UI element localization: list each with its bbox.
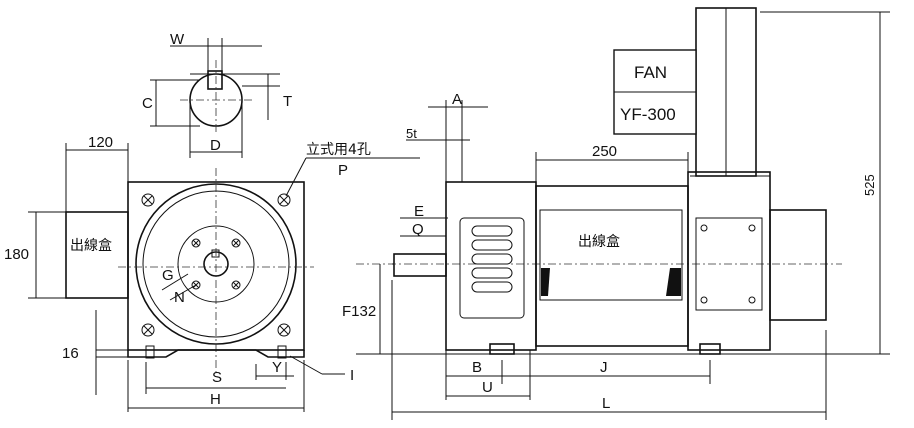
label-w: W: [170, 31, 185, 48]
fan-model: YF-300: [620, 105, 676, 124]
front-foot: [127, 349, 305, 358]
label-120: 120: [88, 134, 113, 151]
label-n: N: [174, 289, 185, 306]
side-outlet-box-label: 出線盒: [578, 233, 620, 250]
label-j: J: [600, 359, 608, 376]
label-p: P: [338, 162, 348, 179]
label-16: 16: [62, 345, 79, 362]
shaft-key-detail: [150, 38, 280, 158]
rear-endbell: [687, 171, 771, 351]
label-u: U: [482, 379, 493, 396]
mount-note: 立式用4孔: [306, 142, 371, 158]
label-f132: F132: [342, 303, 376, 320]
rear-cover: [769, 209, 827, 321]
label-g: G: [162, 267, 174, 284]
front-outlet-box: [65, 211, 129, 299]
front-outlet-box-label: 出線盒: [70, 237, 112, 254]
label-180: 180: [4, 246, 29, 263]
label-t: T: [283, 93, 292, 110]
corner-mounting-holes: [141, 193, 291, 337]
side-view: [356, 7, 890, 420]
label-i: I: [350, 367, 354, 384]
label-q: Q: [412, 221, 424, 238]
label-a: A: [452, 91, 462, 108]
label-s: S: [212, 369, 222, 386]
label-e: E: [414, 203, 424, 220]
label-c: C: [142, 95, 153, 112]
label-250: 250: [592, 143, 617, 160]
label-5t: 5t: [406, 126, 417, 141]
side-shaft: [393, 253, 447, 277]
label-h: H: [210, 391, 221, 408]
label-d: D: [210, 137, 221, 154]
label-525: 525: [862, 174, 877, 196]
label-b: B: [472, 359, 482, 376]
label-l: L: [602, 395, 610, 412]
label-y: Y: [272, 359, 282, 376]
fan-label: FAN: [634, 63, 667, 82]
terminal-slots: [471, 225, 513, 293]
front-view: [28, 38, 420, 412]
